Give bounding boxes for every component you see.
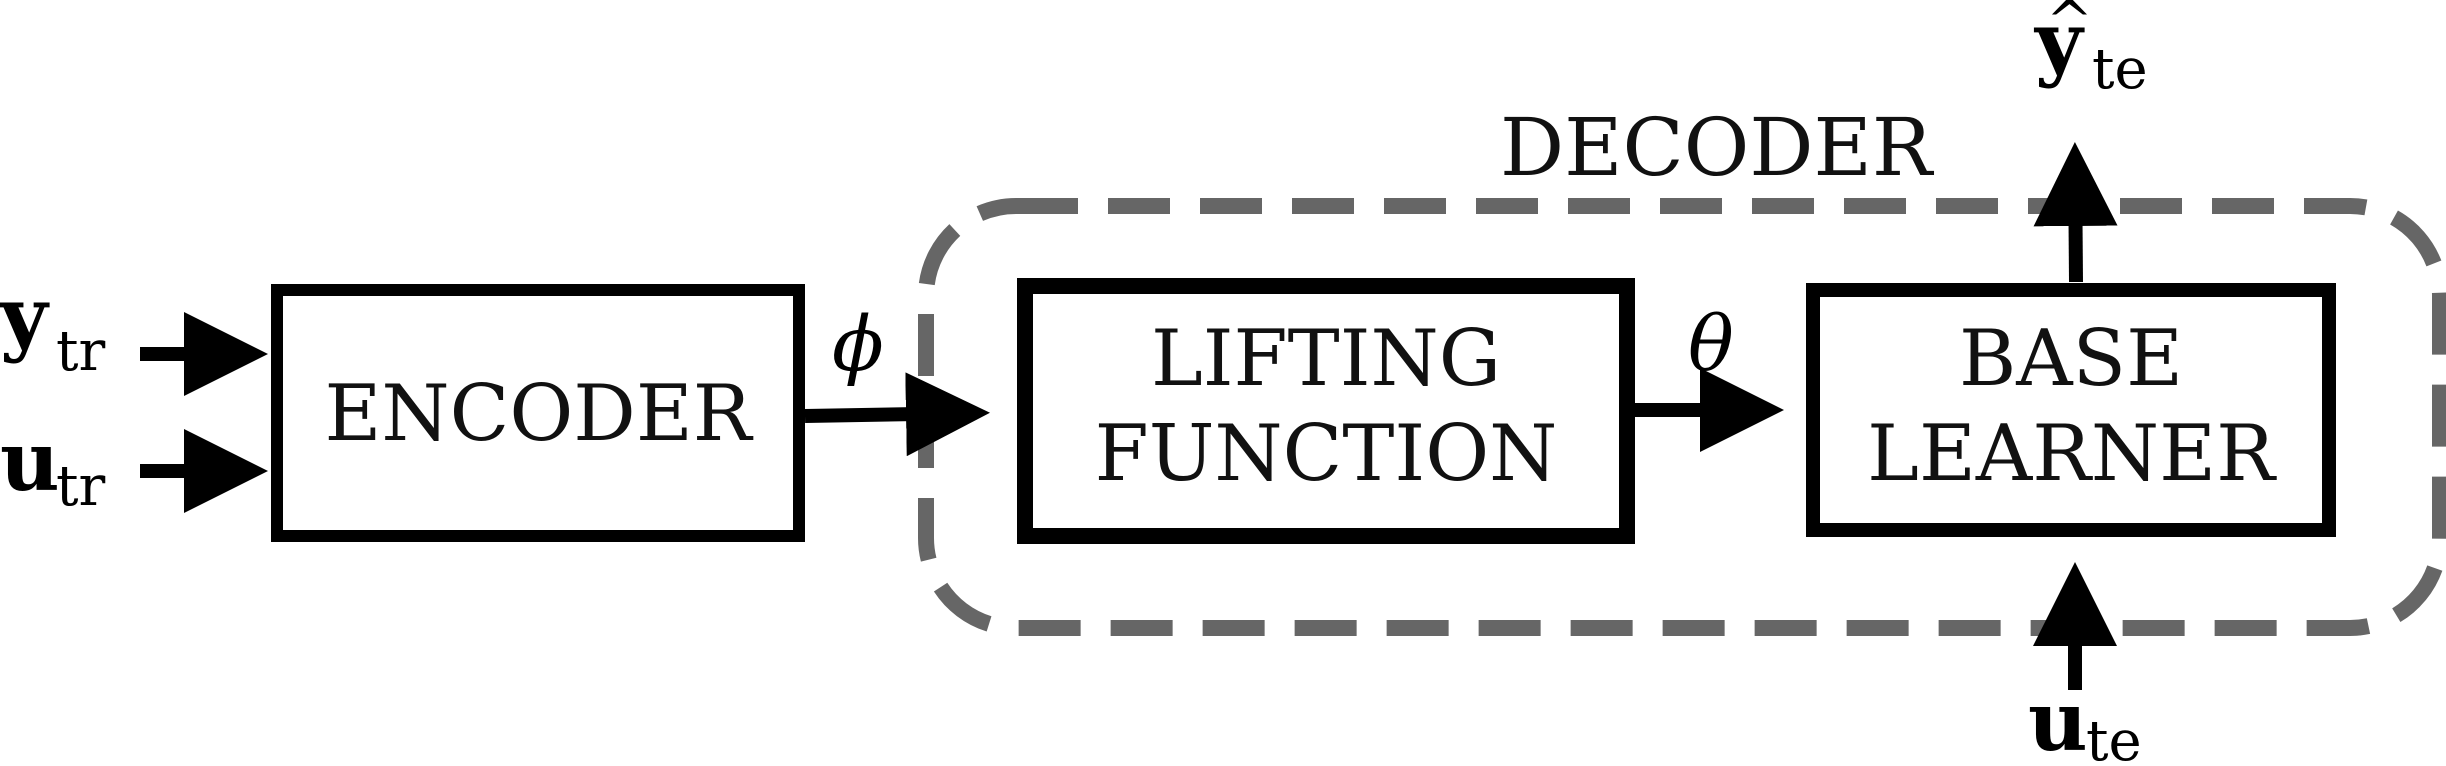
encoder-label: ENCODER [324, 369, 753, 459]
base-learner-label-line2: LEARNER [1867, 409, 2277, 499]
label-y-tr-sub: tr [56, 319, 106, 384]
base-learner-label-line1: BASE [1959, 314, 2183, 404]
arrow-phi [804, 372, 990, 457]
label-y-te-hat-main: y [2033, 0, 2085, 90]
label-y-te-hat-sub: te [2092, 37, 2148, 102]
encoder-block: ENCODER [271, 284, 805, 542]
label-u-tr: u tr [0, 414, 106, 519]
lifting-function-label-line1: LIFTING [1151, 314, 1501, 404]
label-u-te-sub: te [2086, 709, 2142, 766]
label-y-te-hat: ^ y te [2033, 0, 2148, 102]
label-u-te-main: u [2028, 674, 2088, 766]
label-y-tr-main: y [0, 269, 50, 365]
label-phi: ϕ [832, 299, 884, 388]
label-y-te-hat-hat: ^ [2046, 0, 2093, 54]
label-u-te: u te [2028, 674, 2142, 766]
base-learner-block: BASE LEARNER [1806, 283, 2336, 537]
decoder-label: DECODER [1500, 101, 1935, 194]
label-u-tr-sub: tr [56, 454, 106, 519]
lifting-function-label-line2: FUNCTION [1095, 409, 1558, 499]
label-u-tr-main: u [0, 414, 60, 510]
arrow-output [2033, 142, 2118, 283]
lifting-function-block: LIFTING FUNCTION [1017, 278, 1635, 544]
label-y-tr: y tr [0, 269, 106, 384]
label-theta: θ [1688, 299, 1734, 388]
